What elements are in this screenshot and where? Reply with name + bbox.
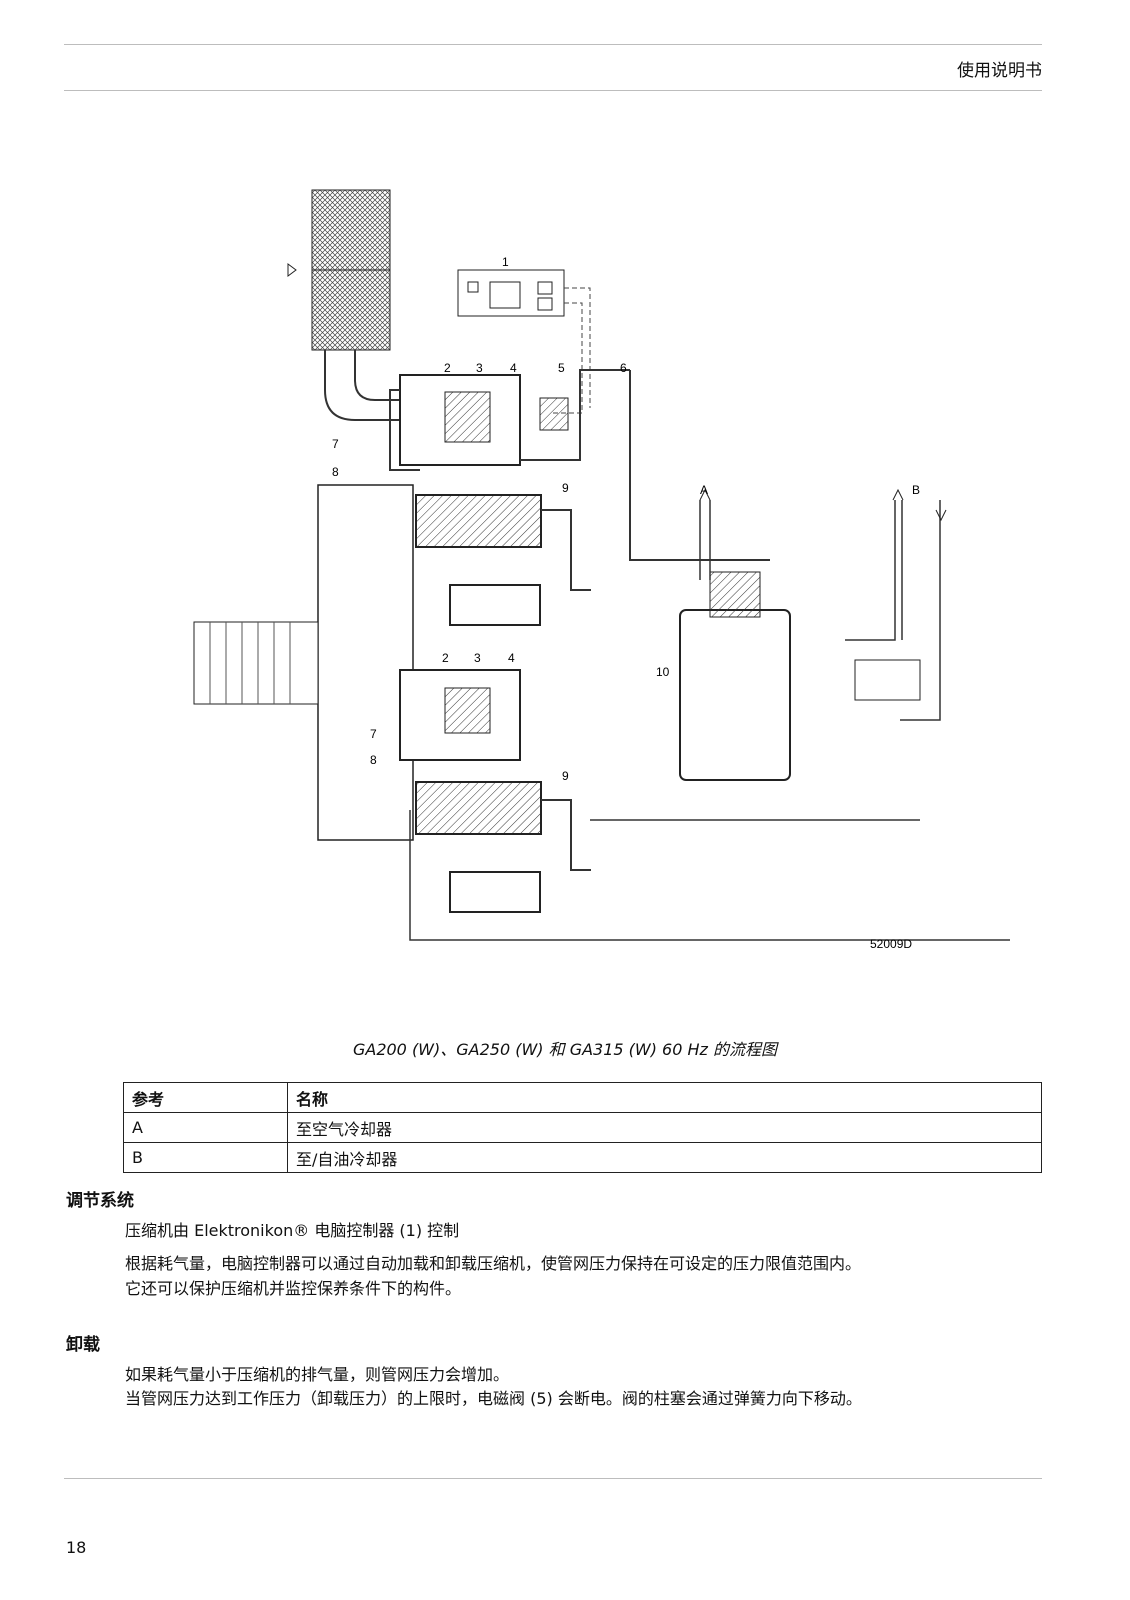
check-valve-upper	[449, 584, 541, 626]
check-valve-lower	[449, 871, 541, 913]
air-inlet-arrow	[287, 263, 297, 277]
callout-label: 4	[510, 361, 517, 375]
compressor-element-lower	[415, 781, 542, 835]
outlet-a-arrow	[699, 488, 711, 501]
callout-label: 9	[562, 769, 569, 783]
paragraph: 它还可以保护压缩机并监控保养条件下的构件。	[125, 1279, 462, 1298]
callout-label: 7	[370, 727, 377, 741]
oil-filters	[854, 659, 921, 701]
header-rule-bottom	[64, 90, 1042, 91]
table-cell: 至/自油冷却器	[287, 1142, 1042, 1173]
table-cell: 至空气冷却器	[287, 1112, 1042, 1143]
figure-code: 52009D	[870, 937, 912, 951]
callout-label: 2	[444, 361, 451, 375]
solenoid-valve-5	[539, 397, 569, 431]
callout-label: 1	[502, 255, 509, 269]
page-number: 18	[66, 1538, 87, 1557]
section-heading: 卸载	[66, 1335, 100, 1355]
figure-caption: GA200 (W)、GA250 (W) 和 GA315 (W) 60 Hz 的流…	[352, 1040, 778, 1059]
separator-vessel-10	[679, 609, 791, 781]
callout-label: 8	[332, 465, 339, 479]
table-header-row: 参考 名称	[123, 1082, 1042, 1113]
table-row: A 至空气冷却器	[123, 1112, 1042, 1143]
reference-table: 参考 名称 A 至空气冷却器 B 至/自油冷却器	[123, 1082, 1042, 1173]
unloader-valve-lower	[399, 669, 521, 761]
section-heading: 调节系统	[66, 1191, 134, 1211]
callout-label: 3	[476, 361, 483, 375]
compressor-housing	[317, 484, 414, 841]
outlet-b-arrow	[892, 488, 904, 501]
paragraph: 压缩机由 Elektronikon® 电脑控制器 (1) 控制	[125, 1221, 460, 1240]
callout-label: 4	[508, 651, 515, 665]
flow-diagram: 1 2 3 4 5 6 7 8 9 2 3 4 7 8 9 10 A B 520…	[150, 160, 1010, 990]
table-header-cell: 参考	[123, 1082, 288, 1113]
callout-label: 5	[558, 361, 565, 375]
callout-label: 7	[332, 437, 339, 451]
callout-label: 2	[442, 651, 449, 665]
paragraph: 当管网压力达到工作压力（卸载压力）的上限时，电磁阀 (5) 会断电。阀的柱塞会通…	[125, 1389, 862, 1408]
footer-rule	[64, 1478, 1042, 1479]
callout-label: 10	[656, 665, 670, 679]
table-cell: B	[123, 1142, 288, 1173]
header-rule-top	[64, 44, 1042, 45]
controller-1	[457, 269, 565, 317]
callout-label: 3	[474, 651, 481, 665]
drive-motor	[193, 621, 319, 705]
callout-label: 8	[370, 753, 377, 767]
table-row: B 至/自油冷却器	[123, 1142, 1042, 1173]
callout-label: A	[700, 483, 708, 497]
paragraph: 如果耗气量小于压缩机的排气量，则管网压力会增加。	[125, 1365, 510, 1384]
paragraph: 根据耗气量，电脑控制器可以通过自动加载和卸载压缩机，使管网压力保持在可设定的压力…	[125, 1254, 862, 1273]
header-title: 使用说明书	[957, 61, 1042, 81]
callout-label: B	[912, 483, 920, 497]
table-header-cell: 名称	[287, 1082, 1042, 1113]
callout-label: 9	[562, 481, 569, 495]
callout-label: 6	[620, 361, 627, 375]
table-cell: A	[123, 1112, 288, 1143]
compressor-element-upper	[415, 494, 542, 548]
